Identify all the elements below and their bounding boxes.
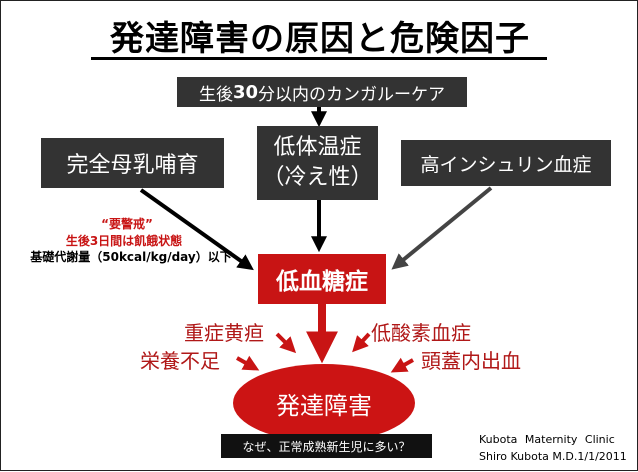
credit-author: Shiro Kubota M.D.1/1/2011 bbox=[479, 450, 627, 463]
hyperinsulinemia-box: 高インシュリン血症 bbox=[401, 140, 611, 186]
hypoglycemia-box: 低血糖症 bbox=[258, 254, 386, 304]
hypothermia-box: 低体温症 （冷え性） bbox=[257, 126, 378, 200]
slide-title: 発達障害の原因と危険因子 bbox=[110, 19, 530, 59]
cause-malnutrition: 栄養不足 bbox=[140, 349, 220, 373]
warning-basal-metabolism: 基礎代謝量（50kcal/kg/day）以下 bbox=[30, 250, 232, 264]
kangaroo-care-minutes: 30 bbox=[232, 81, 259, 103]
question-banner: なぜ、正常成熟新生児に多い？ bbox=[221, 434, 432, 458]
hypothermia-label: 低体温症 bbox=[273, 135, 362, 160]
cause-hypoxemia: 低酸素血症 bbox=[371, 321, 471, 345]
outcome-ellipse: 発達障害 bbox=[233, 364, 415, 442]
breastfeeding-box: 完全母乳哺育 bbox=[41, 138, 224, 188]
credit-clinic: Kubota Maternity Clinic bbox=[479, 433, 615, 446]
arrow-hypoxemia-to-outcome bbox=[352, 332, 371, 353]
arrow-jaundice-to-outcome bbox=[275, 332, 297, 354]
warning-heading: “要警戒” bbox=[101, 217, 153, 231]
kangaroo-care-suffix: 分以内のカンガルーケア bbox=[258, 84, 446, 105]
title-underline bbox=[91, 57, 547, 60]
arrow-breastfeeding-to-hypoglycemia bbox=[139, 188, 254, 271]
cause-jaundice: 重症黄疸 bbox=[184, 321, 264, 345]
arrow-malnutrition-to-outcome bbox=[236, 355, 260, 371]
cause-hemorrhage: 頭蓋内出血 bbox=[421, 349, 521, 373]
kangaroo-care-prefix: 生後 bbox=[198, 84, 233, 105]
hypothermia-sublabel: （冷え性） bbox=[262, 165, 373, 190]
arrow-hyperinsulinemia-to-hypoglycemia bbox=[391, 186, 493, 270]
arrow-hemorrhage-to-outcome bbox=[390, 357, 414, 373]
warning-starvation: 生後3日間は飢餓状態 bbox=[65, 234, 183, 248]
